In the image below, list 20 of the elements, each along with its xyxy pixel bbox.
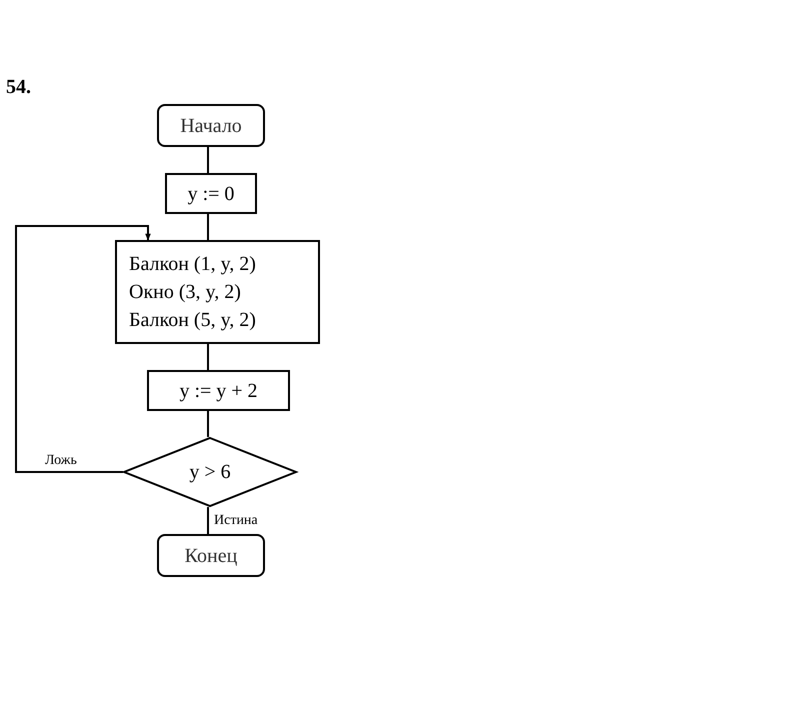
- process-box: [115, 240, 320, 344]
- connector-line: [207, 411, 209, 437]
- statement-text: Балкон (1, y, 2): [129, 252, 256, 277]
- terminal-text: Начало: [180, 114, 242, 138]
- statement-text: y := y + 2: [179, 378, 258, 404]
- connector-line: [207, 147, 209, 173]
- terminal-text: Конец: [184, 544, 238, 568]
- terminal-box: [157, 104, 265, 147]
- statement-text: Окно (3, y, 2): [129, 280, 241, 305]
- process-box: [147, 370, 290, 411]
- connector-line: [207, 507, 209, 534]
- connector-line: [207, 344, 209, 370]
- statement-text: y := 0: [188, 182, 234, 206]
- connector-line: [207, 214, 209, 240]
- condition-text: y > 6: [189, 460, 231, 485]
- terminal-box: [157, 534, 265, 577]
- process-box: [165, 173, 257, 214]
- statement-text: Балкон (5, y, 2): [129, 308, 256, 333]
- problem-number: 54.: [6, 76, 31, 98]
- arrow: [15, 225, 151, 473]
